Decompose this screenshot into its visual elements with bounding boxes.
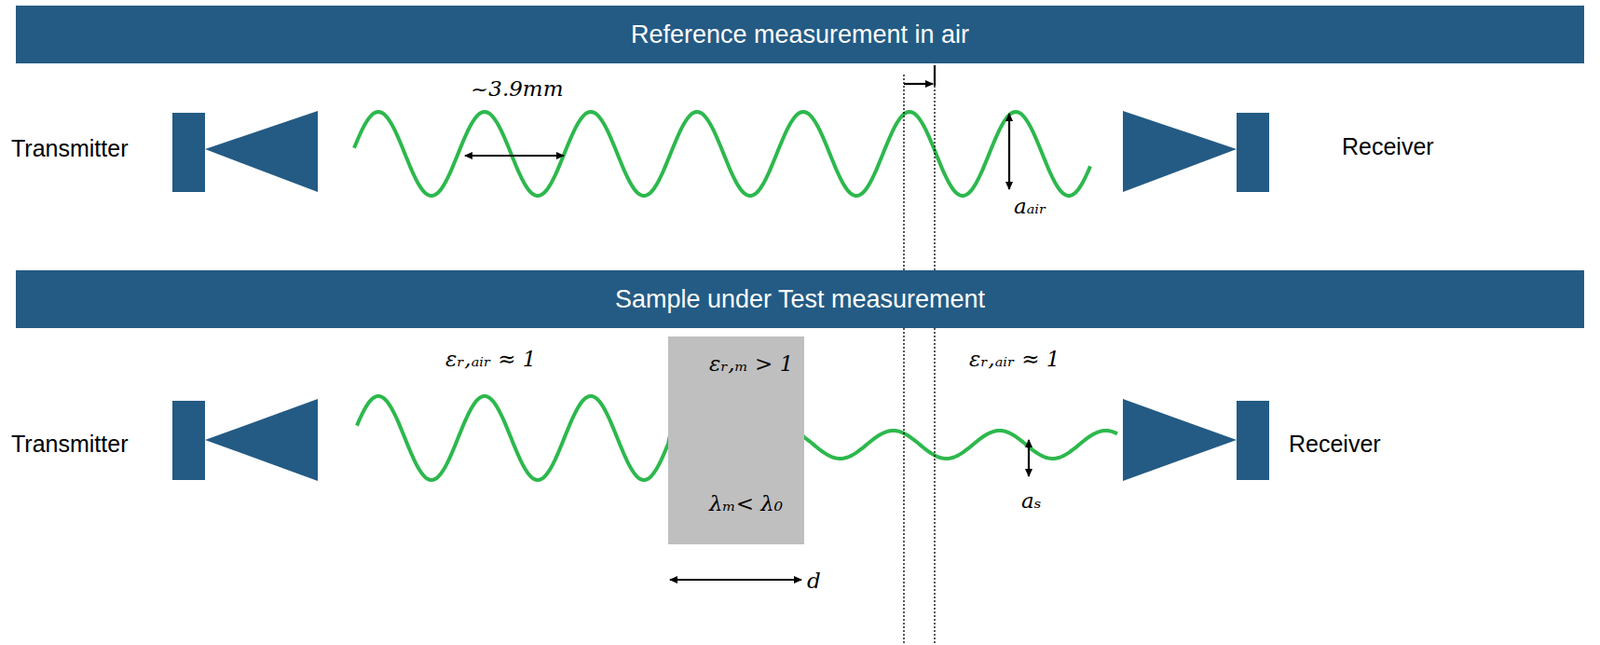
title-banner: Sample under Test measurement xyxy=(15,270,1585,329)
title-banner: Reference measurement in air xyxy=(15,5,1585,64)
banner-title: Reference measurement in air xyxy=(630,20,970,50)
antenna-label: Transmitter xyxy=(11,135,128,163)
antenna-label: Receiver xyxy=(1341,133,1435,161)
wavelength-dimension: ~3.9mm xyxy=(470,76,563,101)
permittivity-label: εᵣ,ₐᵢᵣ ≈ 1 xyxy=(969,346,1060,371)
thickness-label: d xyxy=(806,568,821,593)
antenna-label: Transmitter xyxy=(11,430,128,458)
material-label: λₘ< λ₀ xyxy=(709,491,783,516)
amplitude-label: aₐᵢᵣ xyxy=(1013,193,1047,219)
banner-title: Sample under Test measurement xyxy=(615,285,985,315)
sample-block: εᵣ,ₘ > 1 λₘ< λ₀ xyxy=(668,336,805,545)
permittivity-label: εᵣ,ₐᵢᵣ ≈ 1 xyxy=(445,346,536,371)
amplitude-label: aₛ xyxy=(1021,488,1041,513)
phase-shift-line xyxy=(903,74,935,645)
wave xyxy=(354,111,1091,196)
antenna-label: Receiver xyxy=(1288,430,1382,458)
material-label: εᵣ,ₘ > 1 xyxy=(709,351,794,376)
